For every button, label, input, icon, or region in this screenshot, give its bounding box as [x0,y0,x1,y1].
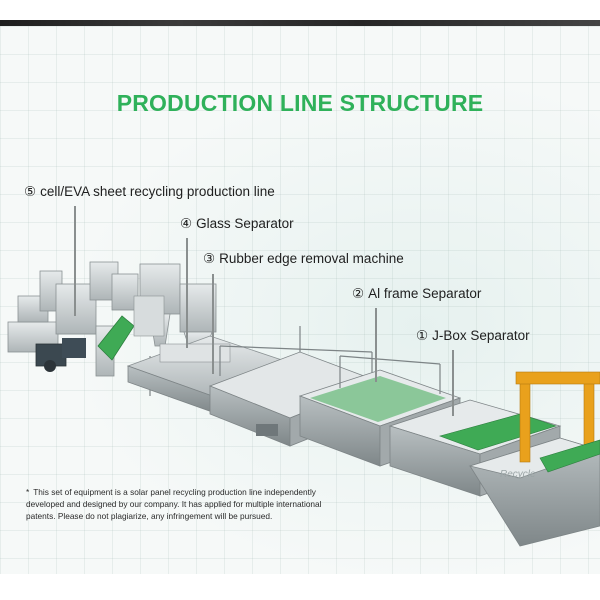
copyright-note: *This set of equipment is a solar panel … [26,486,326,522]
page-title: PRODUCTION LINE STRUCTURE [116,90,484,116]
bottom-margin [0,574,600,600]
label-text: Glass Separator [196,216,294,231]
label-number: ③ [203,251,216,266]
note-text: This set of equipment is a solar panel r… [26,487,322,521]
label-text: Al frame Separator [368,286,482,301]
leader-line-glass [186,238,188,348]
note-bullet: * [26,487,30,497]
label-text: J-Box Separator [432,328,530,343]
top-banner-strip [0,0,600,26]
production-line-illustration [7,261,600,547]
leader-line-j-box [452,350,454,416]
label-number: ② [352,286,365,301]
label-text: cell/EVA sheet recycling production line [40,184,275,199]
cell-eva-recycling-line-machine [7,261,217,396]
label-number: ⑤ [24,184,37,199]
label-text: Rubber edge removal machine [219,251,404,266]
label-number: ④ [180,216,193,231]
leader-line-cell-eva [74,206,76,316]
leader-line-rubber [212,274,214,374]
top-dark-band [0,20,600,26]
watermark-logo: Recycle [500,469,536,480]
output-conveyor-gantry [468,371,600,547]
leader-line-al-frame [375,308,377,382]
label-number: ① [416,328,429,343]
